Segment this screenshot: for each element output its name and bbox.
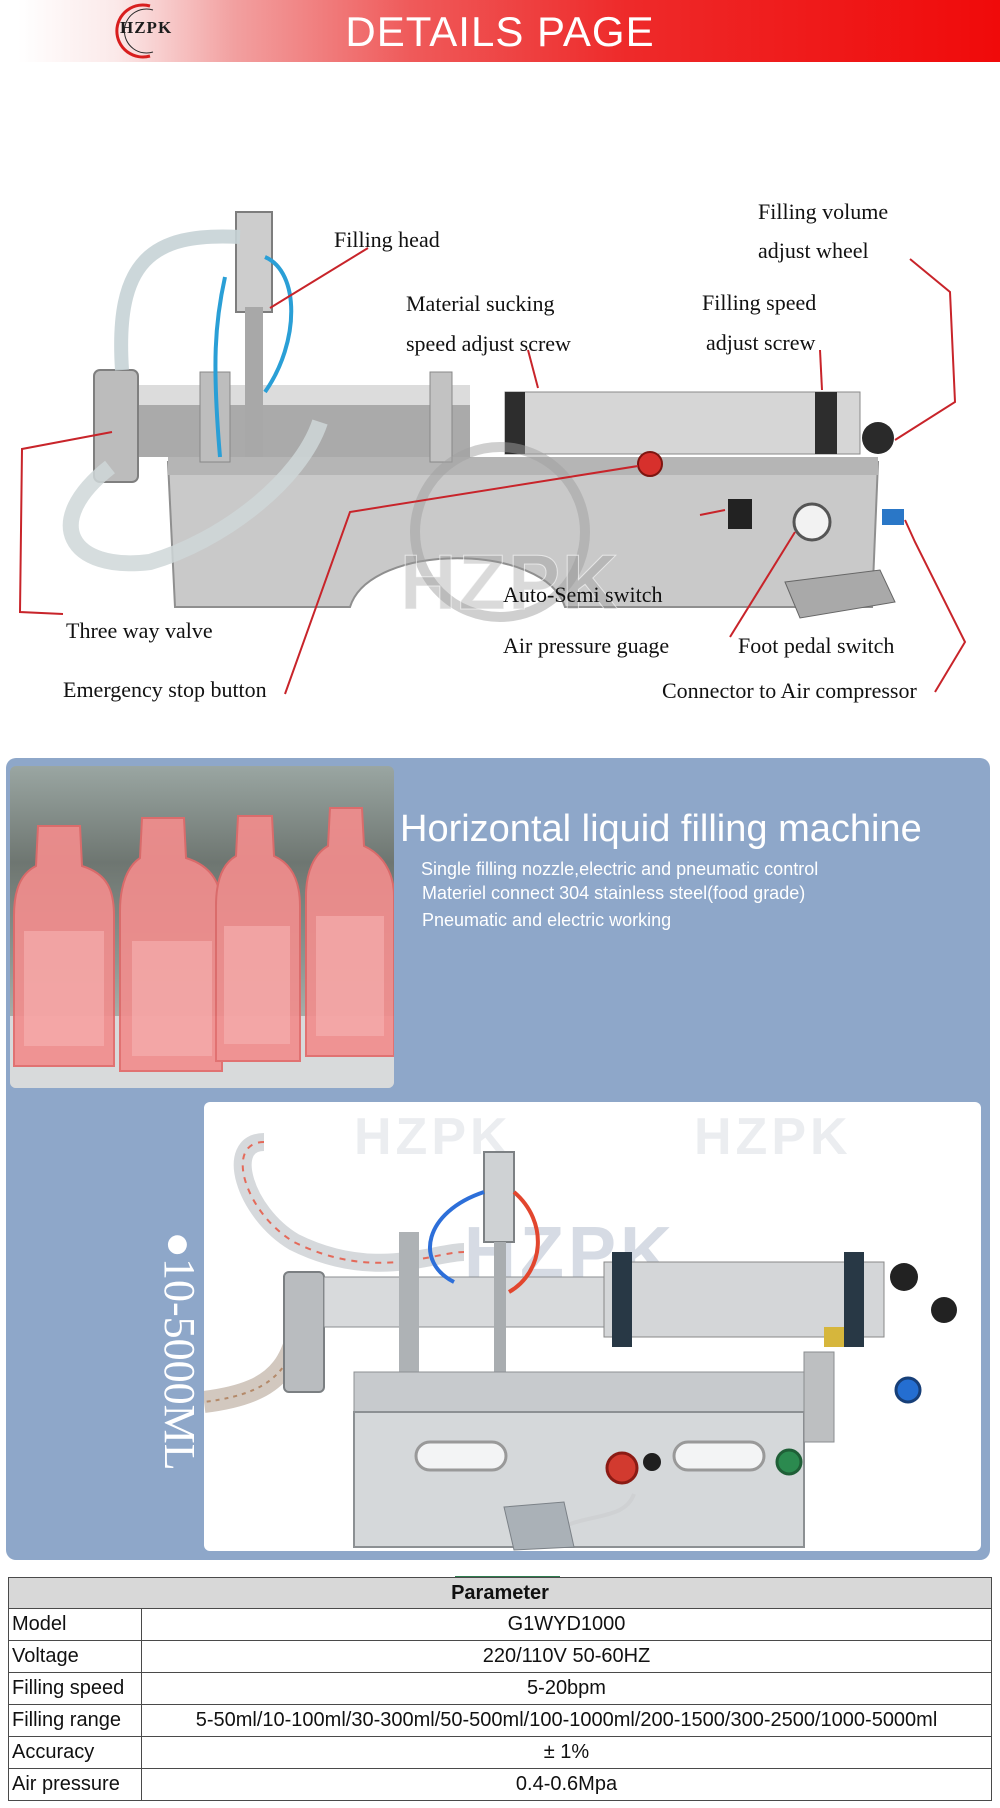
param-value: ± 1% xyxy=(141,1736,992,1769)
filling-machine-image xyxy=(204,1133,957,1551)
param-key: Model xyxy=(8,1608,142,1641)
callout-filling-volume-2: adjust wheel xyxy=(758,238,869,263)
callout-material-sucking-1: Material sucking xyxy=(406,291,555,316)
callout-filling-speed-2: adjust screw xyxy=(706,330,816,355)
param-key: Air pressure xyxy=(8,1768,142,1801)
param-value: 5-20bpm xyxy=(141,1672,992,1705)
photo-watermark-1: HZPK xyxy=(354,1108,512,1166)
param-value: 5-50ml/10-100ml/30-300ml/50-500ml/100-10… xyxy=(141,1704,992,1737)
parameter-table: Parameter Model G1WYD1000 Voltage 220/11… xyxy=(8,1577,992,1801)
callout-filling-speed-1: Filling speed xyxy=(702,290,817,315)
header-banner xyxy=(18,0,1000,62)
param-key: Voltage xyxy=(8,1640,142,1673)
feature-2: Materiel connect 304 stainless steel(foo… xyxy=(422,883,806,903)
table-row: Accuracy ± 1% xyxy=(8,1736,992,1769)
table-row: Filling range 5-50ml/10-100ml/30-300ml/5… xyxy=(8,1704,992,1737)
table-row: Model G1WYD1000 xyxy=(8,1608,992,1641)
callout-emergency-stop: Emergency stop button xyxy=(63,677,267,702)
machine-illustration xyxy=(18,211,967,695)
param-key: Filling speed xyxy=(8,1672,142,1705)
pink-bottles-image xyxy=(10,807,394,1088)
machine-diagram: HZPK Filling head Filling volume adjust … xyxy=(0,62,1000,742)
volume-range: ●10-5000ML xyxy=(155,1231,204,1471)
machine-photo: HZPK HZPK HZPK xyxy=(204,1102,981,1551)
feature-3: Pneumatic and electric working xyxy=(422,910,672,930)
table-row: Filling speed 5-20bpm xyxy=(8,1672,992,1705)
callout-air-compressor-connector: Connector to Air compressor xyxy=(662,678,917,703)
bottles-photo xyxy=(10,766,394,1088)
callout-three-way-valve: Three way valve xyxy=(66,618,213,643)
hzpk-logo xyxy=(115,3,154,59)
callout-filling-volume-1: Filling volume xyxy=(758,199,889,224)
table-header-row: Parameter xyxy=(8,1577,992,1609)
table-row: Voltage 220/110V 50-60HZ xyxy=(8,1640,992,1673)
param-key: Filling range xyxy=(8,1704,142,1737)
photo-watermark-2: HZPK xyxy=(694,1108,852,1166)
param-value: 0.4-0.6Mpa xyxy=(141,1768,992,1801)
page-title: DETAILS PAGE xyxy=(345,8,655,55)
logo-text: HZPK xyxy=(120,18,173,37)
callout-air-pressure-gauge: Air pressure guage xyxy=(503,633,670,658)
callout-filling-head: Filling head xyxy=(334,227,440,252)
param-value: 220/110V 50-60HZ xyxy=(141,1640,992,1673)
callout-material-sucking-2: speed adjust screw xyxy=(406,331,571,356)
table-header: Parameter xyxy=(8,1577,992,1609)
param-value: G1WYD1000 xyxy=(141,1608,992,1641)
diagram-watermark: HZPK xyxy=(399,538,621,627)
callout-auto-semi-switch: Auto-Semi switch xyxy=(503,582,663,607)
callout-foot-pedal-switch: Foot pedal switch xyxy=(738,633,895,658)
feature-1: Single filling nozzle,electric and pneum… xyxy=(421,859,819,879)
machine-title: Horizontal liquid filling machine xyxy=(400,808,922,850)
table-row: Air pressure 0.4-0.6Mpa xyxy=(8,1768,992,1801)
param-key: Accuracy xyxy=(8,1736,142,1769)
